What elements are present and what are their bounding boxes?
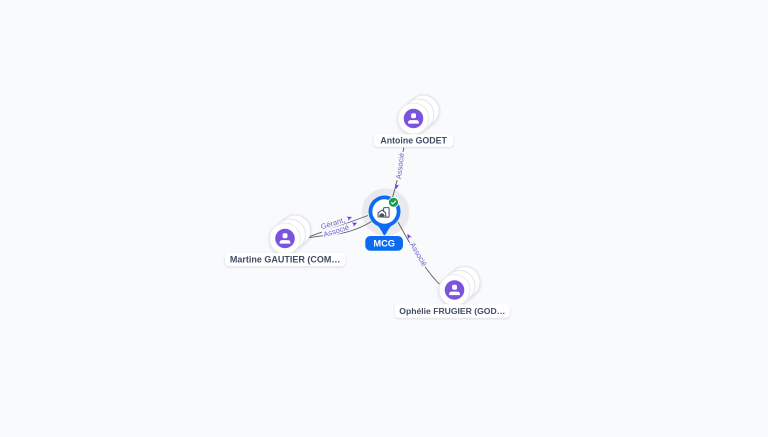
svg-text:Martine GAUTIER (COM…: Martine GAUTIER (COM… [230,255,341,265]
svg-text:Ophélie FRUGIER (GOD…: Ophélie FRUGIER (GOD… [399,306,505,316]
svg-text:Antoine GODET: Antoine GODET [380,136,447,146]
svg-text:Associé: Associé [394,152,406,179]
svg-text:MCG: MCG [373,239,395,249]
